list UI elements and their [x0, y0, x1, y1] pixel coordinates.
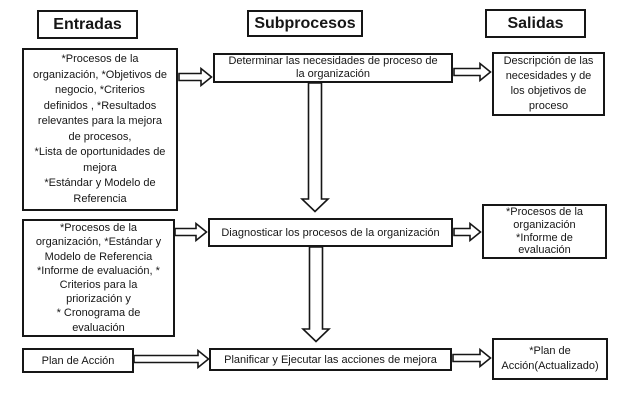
arrow-input1-to-subprocess1 — [178, 66, 213, 88]
arrow-subprocess2-to-subprocess3 — [301, 246, 331, 343]
subprocess-box-2: Diagnosticar los procesos de la organiza… — [208, 218, 453, 247]
arrow-input2-to-subprocess2 — [174, 221, 208, 243]
arrow-subprocess2-to-output2 — [453, 221, 482, 243]
column-header-salidas: Salidas — [485, 9, 586, 38]
output-box-1: Descripción de las necesidades y de los … — [492, 52, 605, 116]
output-box-3: *Plan de Acción(Actualizado) — [492, 338, 608, 380]
subprocess-box-1: Determinar las necesidades de proceso de… — [213, 53, 453, 83]
arrow-subprocess1-to-output1 — [453, 61, 492, 83]
input-box-1: *Procesos de la organización, *Objetivos… — [22, 48, 178, 211]
output-box-2: *Procesos de la organización *Informe de… — [482, 204, 607, 259]
input-box-2: *Procesos de la organización, *Estándar … — [22, 219, 175, 337]
column-header-entradas: Entradas — [37, 10, 138, 39]
arrow-input3-to-subprocess3 — [133, 348, 210, 370]
arrow-subprocess1-to-subprocess2 — [300, 82, 330, 213]
subprocess-box-3: Planificar y Ejecutar las acciones de me… — [209, 348, 452, 371]
arrow-subprocess3-to-output3 — [452, 347, 492, 369]
input-box-3-plan-de-accion: Plan de Acción — [22, 348, 134, 373]
column-header-subprocesos: Subprocesos — [247, 10, 363, 37]
